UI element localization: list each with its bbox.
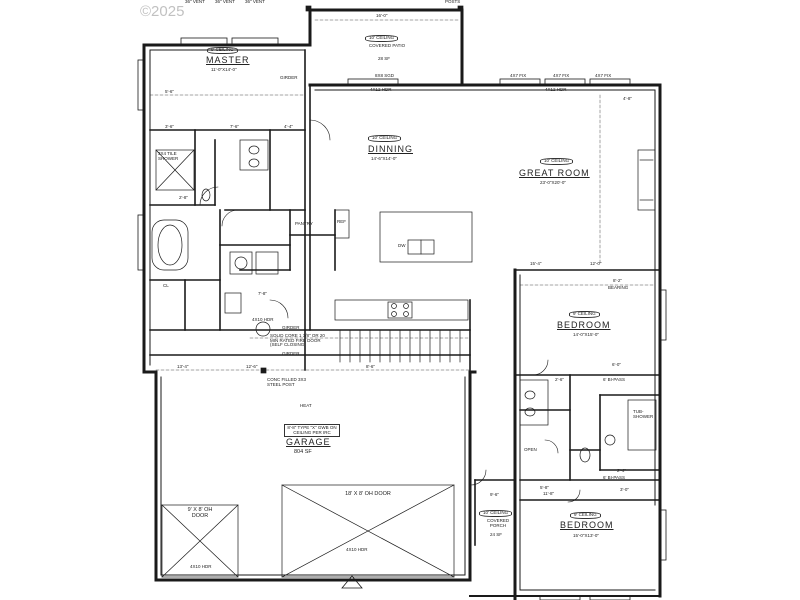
master-ceiling: 9' CEILING: [207, 47, 238, 54]
garage-name: GARAGE: [286, 437, 331, 447]
girder-label-2: GIRDER: [282, 351, 300, 356]
fixtures: [151, 5, 657, 589]
dining-ceiling: 10' CEILING: [368, 135, 402, 142]
dim-17: 9'-6": [490, 492, 499, 497]
dim-18: 2'-4": [617, 468, 626, 473]
tub-shower-label: TUB-SHOWER: [633, 409, 654, 419]
right-garage-door-label: 18' X 8' OH DOOR: [340, 491, 396, 498]
porch-name: COVERED PORCH: [486, 518, 510, 528]
posts-label: POSTS: [445, 0, 461, 4]
sgd-label: 8X8 SGD: [375, 73, 395, 78]
girder-label-3: GIRDER: [282, 325, 300, 330]
pantry-label: PANTRY: [295, 221, 313, 226]
dim-21: 4'-8": [623, 96, 632, 101]
dim-7: 13'-4": [177, 364, 189, 369]
dim-4: 7'-6": [230, 124, 239, 129]
bearing-label: BEARING: [608, 285, 629, 290]
great-room-ceiling: 10' CEILING: [540, 158, 574, 165]
dim-20: 7'-8": [258, 291, 267, 296]
bedroom1-name: BEDROOM: [557, 320, 611, 330]
dim-9: 8'-6": [366, 364, 375, 369]
great-room-name: GREAT ROOM: [519, 168, 590, 178]
interior-walls: [149, 49, 661, 546]
vent-label-1: 36" VENT: [185, 0, 205, 4]
dim-13: 6'-0": [612, 362, 621, 367]
garage-ceiling: 8'-8" TYPE "X" GWB ON CEILING PER IRC: [284, 424, 340, 437]
dim-14: 2'-6": [555, 377, 564, 382]
bipass-label-2: 6' BI-PASS: [603, 475, 626, 480]
dining-name: DINNING: [368, 144, 413, 154]
left-garage-door-label: 9' X 8' OH DOOR: [180, 507, 220, 519]
open-label: OPEN: [524, 447, 537, 452]
dim-1: 16'-0": [376, 13, 388, 18]
fix-label-1: 4X7 FIX: [510, 73, 527, 78]
dishwasher-label: DW: [398, 243, 406, 248]
heat-label: HEAT: [300, 403, 312, 408]
windows: [137, 37, 667, 600]
girder-label: GIRDER: [280, 75, 298, 80]
dim-5: 4'-4": [284, 124, 293, 129]
dim-19: 5'-8": [540, 485, 549, 490]
watermark: ©2025: [140, 3, 185, 20]
dim-11: 12'-0": [590, 261, 602, 266]
bipass-label: 6' BI-PASS: [603, 377, 626, 382]
dim-2: 5'-6": [165, 89, 174, 94]
header-label-4: 4X10 HDR: [190, 564, 212, 569]
fire-door-note: SOLID CORE 1 3/8" OR 20 MIN RATED FIRE D…: [270, 333, 325, 347]
dim-16: 3'-0": [620, 487, 629, 492]
fridge-label: REF: [337, 219, 346, 224]
dim-12: 8'-2": [613, 278, 622, 283]
patio-area: 28 SF: [378, 56, 391, 61]
dimension-lines: [149, 19, 656, 371]
dim-8: 12'-6": [246, 364, 258, 369]
header-label-1: 4X12 HDR: [370, 87, 392, 92]
great-room-size: 23'-0"X20'-0": [540, 180, 566, 185]
bedroom1-size: 14'-0"X15'-0": [573, 332, 599, 337]
fix-label-3: 4X7 FIX: [595, 73, 612, 78]
bedroom2-ceiling: 9' CEILING: [570, 512, 601, 519]
master-size: 11'-0"X14'-0": [211, 67, 237, 72]
dining-size: 14'-6"X14'-0": [371, 156, 397, 161]
bedroom1-ceiling: 9' CEILING: [569, 311, 600, 318]
closet-label: CL: [163, 283, 169, 288]
dim-15: 11'-8": [543, 491, 555, 496]
bedroom2-size: 15'-0"X13'-0": [573, 533, 599, 538]
fix-label-2: 4X7 FIX: [553, 73, 570, 78]
dim-6: 2'-8": [179, 195, 188, 200]
vent-label-2: 36" VENT: [215, 0, 235, 4]
header-label-5: 4X10 HDR: [252, 317, 274, 322]
header-label-2: 4X12 HDR: [545, 87, 567, 92]
porch-area: 24 SF: [490, 532, 503, 537]
patio-name: COVERED PATIO: [368, 43, 406, 48]
porch-ceiling: 10' CEILING: [479, 510, 513, 517]
patio-ceiling: 10' CEILING: [365, 35, 399, 42]
dim-3: 3'-6": [165, 124, 174, 129]
header-label-3: 4X10 HDR: [346, 547, 368, 552]
bedroom2-name: BEDROOM: [560, 520, 614, 530]
master-name: MASTER: [206, 55, 250, 65]
garage-area: 804 SF: [294, 449, 312, 455]
shower-note: 3X4 TILE SHOWER: [158, 151, 179, 161]
vent-label-3: 36" VENT: [245, 0, 265, 4]
steel-post-note: CONC FILLED 3X3 STEEL POST: [267, 377, 307, 387]
dim-10: 15'-4": [530, 261, 542, 266]
door-swings: [199, 119, 581, 503]
